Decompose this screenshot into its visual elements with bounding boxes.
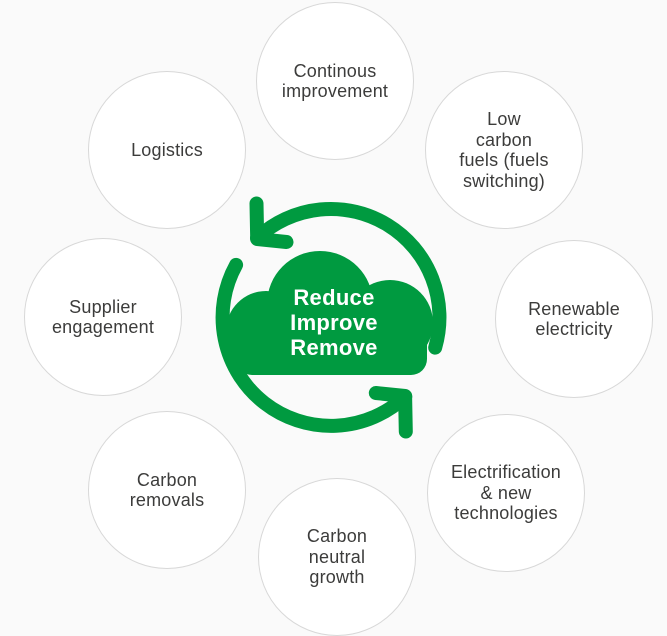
node-label: Continous improvement bbox=[281, 60, 389, 102]
center-label-line-2: Improve bbox=[290, 310, 378, 335]
center-label: Reduce Improve Remove bbox=[290, 285, 378, 360]
cycle-arrowhead-top-left bbox=[249, 196, 294, 249]
node-circle-logistics: Logistics bbox=[88, 71, 246, 229]
node-circle-continuous-improvement: Continous improvement bbox=[256, 2, 414, 160]
node-label: Renewable electricity bbox=[528, 298, 620, 340]
node-circle-low-carbon-fuels: Low carbon fuels (fuels switching) bbox=[425, 71, 583, 229]
center-label-line-1: Reduce bbox=[293, 285, 374, 310]
node-circle-supplier-engagement: Supplier engagement bbox=[24, 238, 182, 396]
center-label-line-3: Remove bbox=[290, 335, 377, 360]
node-circle-renewable-electricity: Renewable electricity bbox=[495, 240, 653, 398]
node-circle-electrification-new-technologies: Electrification & new technologies bbox=[427, 414, 585, 572]
node-label: Electrification & new technologies bbox=[450, 462, 562, 524]
cycle-arc-top bbox=[250, 202, 447, 355]
node-label: Supplier engagement bbox=[51, 296, 155, 338]
node-label: Carbon removals bbox=[129, 469, 205, 511]
node-label: Logistics bbox=[131, 139, 203, 160]
cycle-arrows-icon bbox=[215, 196, 447, 439]
node-label: Low carbon fuels (fuels switching) bbox=[459, 109, 549, 191]
cloud-icon bbox=[226, 251, 433, 375]
node-circle-carbon-neutral-growth: Carbon neutral growth bbox=[258, 478, 416, 636]
cycle-arc-bottom bbox=[215, 257, 413, 433]
cycle-arrowhead-bottom-right bbox=[368, 386, 413, 439]
node-circle-carbon-removals: Carbon removals bbox=[88, 411, 246, 569]
node-label: Carbon neutral growth bbox=[306, 526, 368, 588]
